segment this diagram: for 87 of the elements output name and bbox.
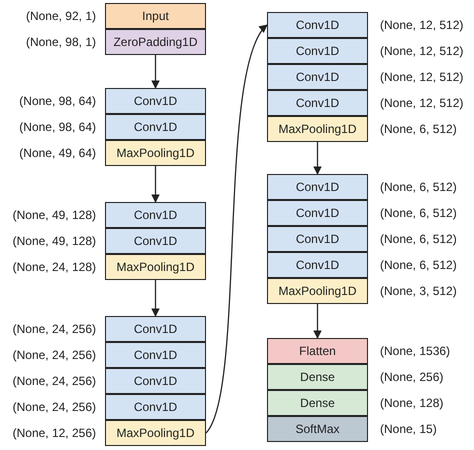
layer-name: Conv1D	[134, 208, 178, 222]
output-shape-label: (None, 24, 256)	[12, 348, 96, 362]
layer-box	[267, 90, 368, 116]
layer-box	[267, 338, 368, 364]
output-shape-label: (None, 24, 256)	[12, 400, 96, 414]
layer-box	[267, 416, 368, 442]
layer-name: MaxPooling1D	[116, 426, 195, 440]
output-shape-label: (None, 6, 512)	[380, 122, 457, 136]
arrow	[151, 280, 160, 317]
output-shape-label: (None, 3, 512)	[380, 284, 457, 298]
output-shape-label: (None, 92, 1)	[26, 9, 96, 23]
output-shape-label: (None, 12, 512)	[380, 18, 464, 32]
output-shape-label: (None, 15)	[380, 422, 437, 436]
layer-box	[267, 252, 368, 278]
output-shape-label: (None, 128)	[380, 396, 444, 410]
layer-box	[105, 342, 206, 368]
layer-name: Conv1D	[296, 96, 340, 110]
layer-name: Conv1D	[134, 348, 178, 362]
output-shape-label: (None, 256)	[380, 370, 444, 384]
output-shape-label: (None, 6, 512)	[380, 180, 457, 194]
layer-name: Conv1D	[296, 206, 340, 220]
output-shape-label: (None, 1536)	[380, 344, 450, 358]
layer-box	[105, 254, 206, 280]
layer-box	[105, 420, 206, 446]
layer-name: Conv1D	[296, 232, 340, 246]
output-shape-label: (None, 6, 512)	[380, 232, 457, 246]
layer-box	[105, 228, 206, 254]
output-shape-label: (None, 49, 128)	[12, 234, 96, 248]
layer-box	[267, 390, 368, 416]
output-shape-label: (None, 49, 128)	[12, 208, 96, 222]
layer-box	[267, 38, 368, 64]
output-shape-label: (None, 24, 256)	[12, 374, 96, 388]
layer-name: SoftMax	[295, 422, 340, 436]
layer-name: MaxPooling1D	[116, 146, 195, 160]
layer-name: Conv1D	[296, 18, 340, 32]
output-shape-label: (None, 12, 256)	[12, 426, 96, 440]
layer-name: Conv1D	[134, 322, 178, 336]
arrow	[151, 55, 160, 89]
output-shape-label: (None, 12, 512)	[380, 96, 464, 110]
layer-box	[267, 200, 368, 226]
arrow	[313, 304, 322, 339]
layer-name: Conv1D	[134, 400, 178, 414]
layer-box	[267, 226, 368, 252]
layer-name: Conv1D	[134, 234, 178, 248]
output-shape-label: (None, 98, 64)	[19, 94, 96, 108]
layer-name: Conv1D	[296, 70, 340, 84]
layer-box	[105, 3, 206, 29]
layer-name: Conv1D	[296, 258, 340, 272]
output-shape-label: (None, 6, 512)	[380, 258, 457, 272]
output-shape-label: (None, 98, 1)	[26, 35, 96, 49]
layer-box	[267, 64, 368, 90]
layer-name: MaxPooling1D	[116, 260, 195, 274]
layer-name: Dense	[300, 370, 335, 384]
layer-box	[105, 394, 206, 420]
arrow	[151, 166, 160, 203]
layer-name: Input	[142, 9, 169, 23]
layer-name: MaxPooling1D	[278, 284, 357, 298]
layer-name: Conv1D	[134, 94, 178, 108]
layer-name: Conv1D	[296, 44, 340, 58]
layer-box	[105, 368, 206, 394]
layer-name: Conv1D	[296, 180, 340, 194]
layer-box	[267, 12, 368, 38]
layer-name: MaxPooling1D	[278, 122, 357, 136]
output-shape-label: (None, 24, 256)	[12, 322, 96, 336]
layer-box	[267, 116, 368, 142]
layer-box	[267, 364, 368, 390]
layer-name: Dense	[300, 396, 335, 410]
output-shape-label: (None, 12, 512)	[380, 70, 464, 84]
layer-name: ZeroPadding1D	[113, 35, 198, 49]
arrow	[205, 24, 268, 434]
output-shape-label: (None, 49, 64)	[19, 146, 96, 160]
layer-box	[105, 114, 206, 140]
arrow	[313, 142, 322, 175]
layer-box	[105, 140, 206, 166]
layer-name: Conv1D	[134, 120, 178, 134]
output-shape-label: (None, 24, 128)	[12, 260, 96, 274]
layer-name: Flatten	[299, 344, 336, 358]
layer-name: Conv1D	[134, 374, 178, 388]
layer-box	[267, 278, 368, 304]
output-shape-label: (None, 98, 64)	[19, 120, 96, 134]
layer-box	[267, 174, 368, 200]
layer-box	[105, 202, 206, 228]
layer-box	[105, 88, 206, 114]
output-shape-label: (None, 12, 512)	[380, 44, 464, 58]
output-shape-label: (None, 6, 512)	[380, 206, 457, 220]
layer-box	[105, 29, 206, 55]
layer-box	[105, 316, 206, 342]
